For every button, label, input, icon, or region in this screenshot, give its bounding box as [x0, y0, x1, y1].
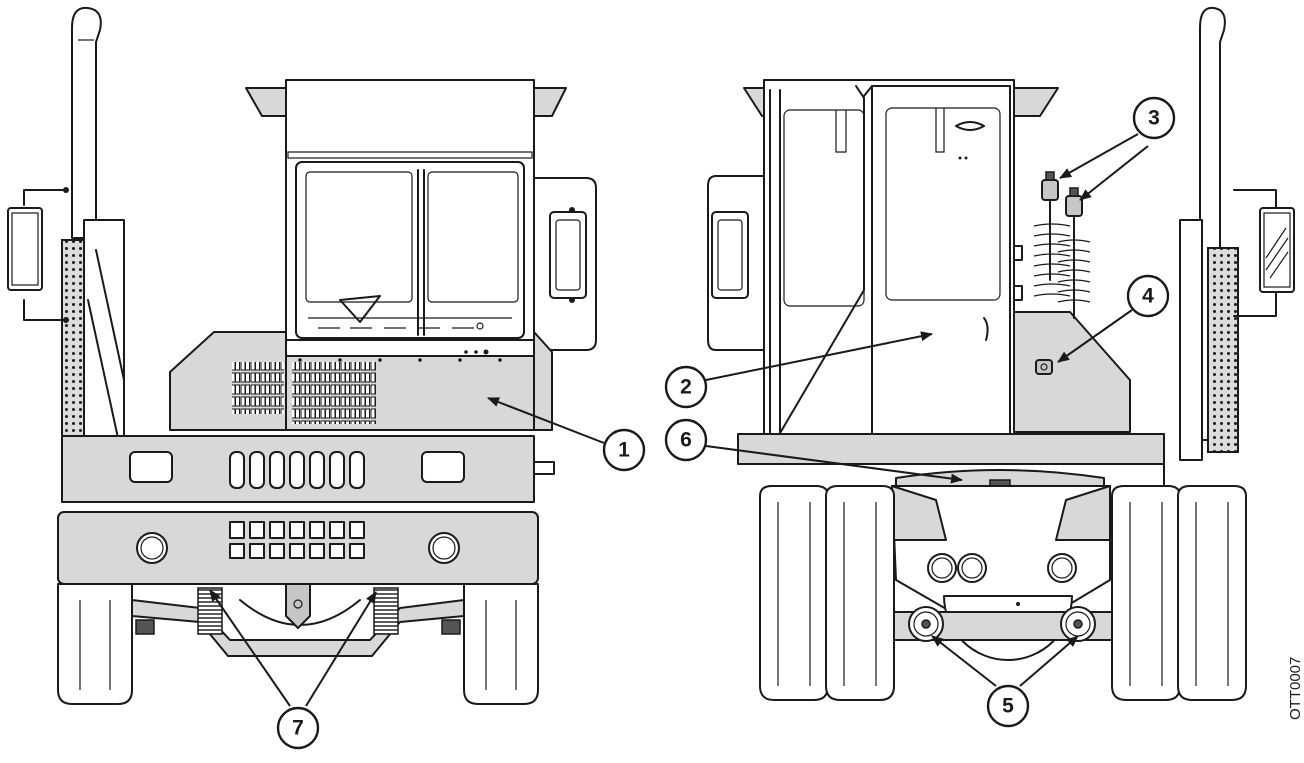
leader-5b — [1019, 635, 1079, 687]
mirror-right — [1233, 189, 1295, 317]
grab-handle-rear — [707, 175, 765, 351]
callout-2-label: 2 — [680, 376, 692, 399]
leader-7b — [305, 591, 377, 707]
leader-3b — [1079, 145, 1149, 201]
electrical-socket — [1035, 359, 1053, 375]
brake-chambers — [908, 606, 1096, 642]
front-tire-right — [463, 583, 539, 705]
callout-2: 2 — [664, 365, 708, 409]
exhaust-stack — [71, 6, 102, 239]
gladhand-couplings — [1033, 171, 1091, 319]
callout-3: 3 — [1132, 96, 1176, 140]
front-tire-left — [57, 583, 133, 705]
callout-5: 5 — [986, 684, 1030, 728]
rear-dual-tires-right — [1111, 485, 1247, 701]
leader-2 — [705, 331, 933, 381]
callout-6-label: 6 — [680, 429, 692, 452]
grab-handle-front — [533, 177, 597, 351]
callout-6: 6 — [664, 418, 708, 462]
perforated-post — [61, 239, 85, 441]
callout-1: 1 — [602, 428, 646, 472]
leader-5a — [931, 635, 997, 687]
rear-door — [871, 85, 1011, 437]
leader-3a — [1059, 133, 1139, 179]
spring-right — [373, 587, 399, 635]
leader-6 — [705, 445, 963, 484]
callout-7-label: 7 — [292, 717, 304, 740]
callout-7: 7 — [276, 706, 320, 750]
callout-leaders — [209, 133, 1149, 707]
windshield — [295, 161, 525, 339]
callout-5-label: 5 — [1002, 695, 1014, 718]
rear-view — [707, 6, 1295, 701]
leader-7a — [209, 589, 291, 707]
callout-4: 4 — [1126, 274, 1170, 318]
lower-grille-slots — [229, 521, 365, 559]
rear-dual-tires-left — [759, 485, 895, 701]
callout-3-label: 3 — [1148, 107, 1160, 130]
spring-left — [197, 587, 223, 635]
mirror-left — [7, 187, 69, 323]
callout-1-label: 1 — [618, 439, 630, 462]
leader-1 — [487, 397, 605, 444]
front-view — [7, 6, 597, 705]
leader-4 — [1057, 309, 1133, 363]
callout-4-label: 4 — [1142, 285, 1154, 308]
figure-code: OTT0007 — [1287, 657, 1304, 720]
upper-grille-slots — [229, 451, 365, 489]
perforated-panel-rear — [1207, 247, 1239, 453]
